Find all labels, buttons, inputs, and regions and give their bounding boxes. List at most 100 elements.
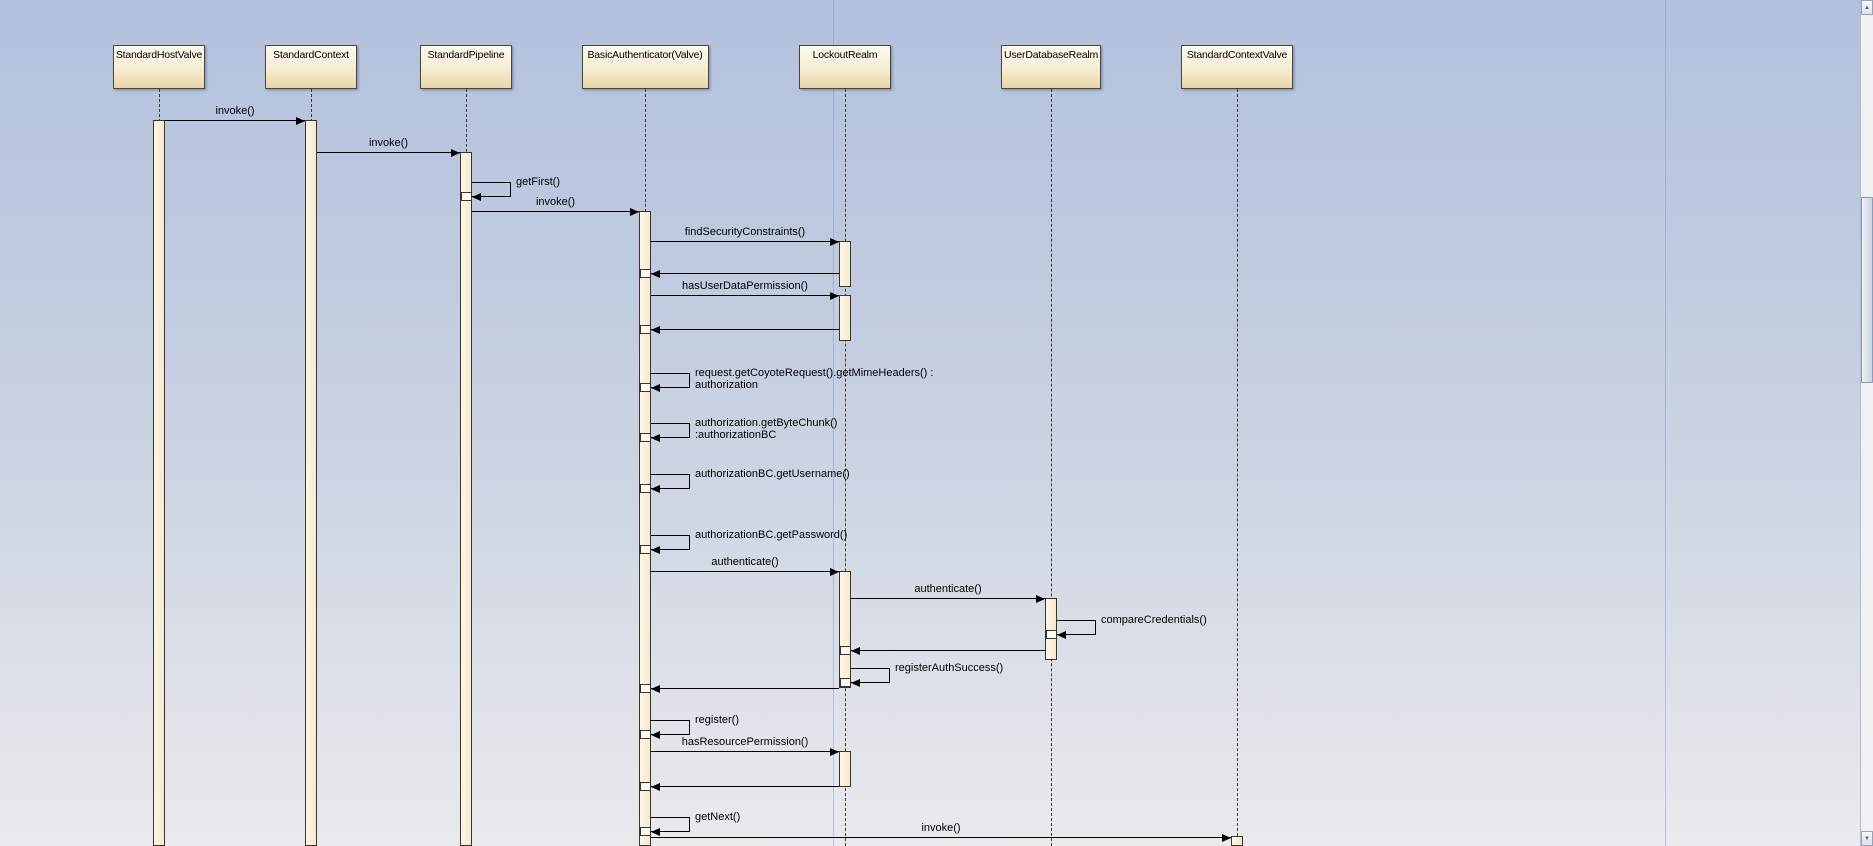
return-line[interactable] [651, 329, 839, 330]
message-line[interactable] [651, 295, 839, 296]
page-break-line [1665, 0, 1666, 846]
message-label: invoke() [535, 196, 576, 208]
arrowhead-icon [651, 783, 660, 791]
message-line[interactable] [165, 120, 305, 121]
participant-head-4[interactable]: LockoutRealm [799, 45, 891, 89]
self-message-line [851, 682, 889, 683]
arrowhead-icon [830, 292, 839, 300]
message-label: invoke() [368, 137, 409, 149]
page-break-line [833, 0, 834, 846]
return-line[interactable] [651, 273, 839, 274]
nested-activation [840, 646, 851, 655]
participant-head-3[interactable]: BasicAuthenticator(Valve) [581, 45, 709, 89]
arrowhead-icon [851, 647, 860, 655]
self-message-line[interactable] [651, 474, 689, 475]
participant-head-6[interactable]: StandardContextValve [1181, 45, 1293, 89]
return-line[interactable] [651, 688, 839, 689]
self-message-line[interactable] [651, 373, 689, 374]
message-label: register() [695, 714, 740, 726]
arrowhead-icon [851, 679, 860, 687]
self-message-line [689, 474, 690, 489]
message-line[interactable] [651, 571, 839, 572]
arrowhead-icon [651, 685, 660, 693]
message-line[interactable] [472, 211, 639, 212]
activation-bar[interactable] [1231, 836, 1243, 846]
message-label: compareCredentials() [1101, 614, 1207, 626]
activation-bar[interactable] [839, 571, 851, 688]
arrowhead-icon [1057, 631, 1066, 639]
message-line[interactable] [651, 751, 839, 752]
arrowhead-icon [651, 546, 660, 554]
activation-bar[interactable] [839, 241, 851, 287]
self-message-line[interactable] [651, 817, 689, 818]
message-line[interactable] [651, 241, 839, 242]
self-message-line [689, 817, 690, 832]
activation-bar[interactable] [153, 120, 165, 846]
self-message-line [1057, 634, 1095, 635]
nested-activation [640, 433, 651, 442]
scroll-down-icon: ▼ [1864, 835, 1870, 842]
arrowhead-icon [472, 193, 481, 201]
self-message-line [651, 734, 689, 735]
self-message-line[interactable] [651, 423, 689, 424]
activation-bar[interactable] [639, 211, 651, 846]
return-line[interactable] [851, 650, 1045, 651]
message-label: registerAuthSuccess() [895, 662, 1004, 674]
scroll-down-button[interactable]: ▼ [1861, 831, 1873, 846]
activation-bar[interactable] [839, 295, 851, 341]
activation-bar[interactable] [305, 120, 317, 846]
self-message-line[interactable] [651, 535, 689, 536]
lifeline-6 [1237, 89, 1238, 846]
return-line[interactable] [651, 786, 839, 787]
participant-head-0[interactable]: StandardHostValve [113, 45, 205, 89]
self-message-line [651, 549, 689, 550]
self-message-line [689, 423, 690, 438]
activation-bar[interactable] [460, 152, 472, 846]
message-label: authenticate() [914, 583, 982, 595]
arrowhead-icon [651, 731, 660, 739]
vertical-scrollbar[interactable]: ▲ ▼ [1860, 0, 1873, 846]
message-line[interactable] [651, 837, 1231, 838]
self-message-line[interactable] [851, 668, 889, 669]
activation-bar[interactable] [1045, 598, 1057, 660]
nested-activation [640, 827, 651, 836]
arrowhead-icon [651, 326, 660, 334]
message-label: findSecurityConstraints() [684, 226, 806, 238]
self-message-line [472, 196, 510, 197]
scroll-up-button[interactable]: ▲ [1861, 0, 1873, 15]
arrowhead-icon [651, 384, 660, 392]
self-message-line[interactable] [472, 182, 510, 183]
nested-activation [840, 678, 851, 687]
self-message-line [689, 535, 690, 550]
participant-head-2[interactable]: StandardPipeline [420, 45, 512, 89]
activation-bar[interactable] [839, 751, 851, 787]
message-label: invoke() [215, 105, 255, 117]
message-label: getFirst() [516, 176, 560, 188]
arrowhead-icon [451, 149, 460, 157]
self-message-line [689, 373, 690, 388]
message-label: hasResourcePermission() [681, 736, 809, 748]
message-label: authorizationBC.getUsername() [695, 468, 850, 480]
self-message-line [689, 720, 690, 735]
message-label: getNext() [695, 811, 741, 823]
self-message-line[interactable] [651, 720, 689, 721]
message-line[interactable] [851, 598, 1045, 599]
message-label: authenticate() [711, 556, 779, 568]
self-message-line [651, 488, 689, 489]
scrollbar-thumb[interactable] [1861, 197, 1873, 383]
arrowhead-icon [830, 238, 839, 246]
self-message-line [889, 668, 890, 683]
message-label: authorization.getByteChunk() :authorizat… [695, 417, 838, 441]
participant-head-5[interactable]: UserDatabaseRealm [1001, 45, 1101, 89]
arrowhead-icon [651, 434, 660, 442]
participant-head-1[interactable]: StandardContext [265, 45, 357, 89]
arrowhead-icon [651, 828, 660, 836]
arrowhead-icon [651, 270, 660, 278]
self-message-line[interactable] [1057, 620, 1095, 621]
nested-activation [640, 782, 651, 791]
message-line[interactable] [317, 152, 460, 153]
nested-activation [461, 192, 472, 201]
message-label: authorizationBC.getPassword() [695, 529, 848, 541]
nested-activation [640, 484, 651, 493]
